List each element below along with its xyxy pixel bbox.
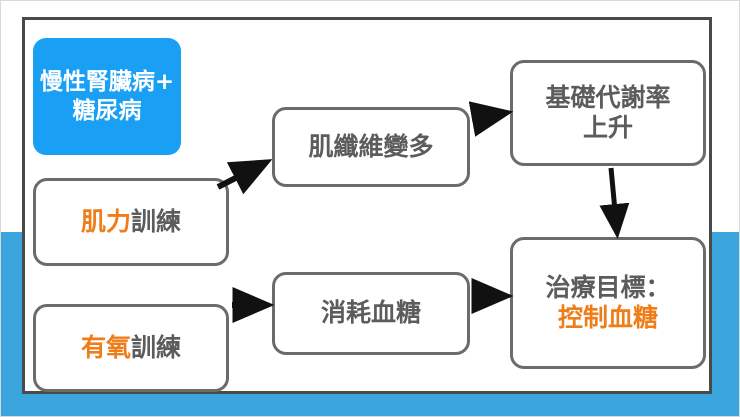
node-aerobic-training[interactable]: 有氧訓練 [33,304,229,392]
node-strength-training[interactable]: 肌力訓練 [33,178,229,266]
node-bmr-line2: 上升 [582,113,633,142]
node-basal-metabolic-rate-rise[interactable]: 基礎代謝率 上升 [510,60,706,166]
blue-band-left [0,232,22,417]
node-muscle-fibers-increase[interactable]: 肌纖維變多 [272,107,470,187]
node-aerobic-rest: 訓練 [131,332,182,362]
node-bmr-text: 基礎代謝率 上升 [545,83,670,144]
node-strength-text: 肌力訓練 [81,207,181,238]
node-fibers-label: 肌纖維變多 [308,131,434,161]
blue-band-right [712,232,740,417]
blue-band-bottom [0,394,740,417]
node-chronic-kidney-disease-diabetes[interactable]: 慢性腎臟病+ 糖尿病 [33,38,181,155]
node-strength-highlight: 肌力 [80,206,131,236]
node-goal-line1: 治療目標： [545,272,671,302]
node-strength-rest: 訓練 [131,206,182,236]
node-goal-text: 治療目標： 控制血糖 [545,273,670,334]
node-glucose-label: 消耗血糖 [320,298,421,328]
node-bmr-line1: 基礎代謝率 [545,82,671,112]
node-goal-line2: 控制血糖 [557,303,658,332]
node-disease-line2: 糖尿病 [72,97,142,124]
node-disease-text: 慢性腎臟病+ 糖尿病 [40,68,174,124]
node-aerobic-text: 有氧訓練 [81,333,181,364]
node-disease-line1: 慢性腎臟病+ [39,69,175,96]
node-treatment-goal[interactable]: 治療目標： 控制血糖 [510,237,706,369]
node-consume-blood-glucose[interactable]: 消耗血糖 [272,272,470,355]
node-aerobic-highlight: 有氧 [80,332,131,362]
